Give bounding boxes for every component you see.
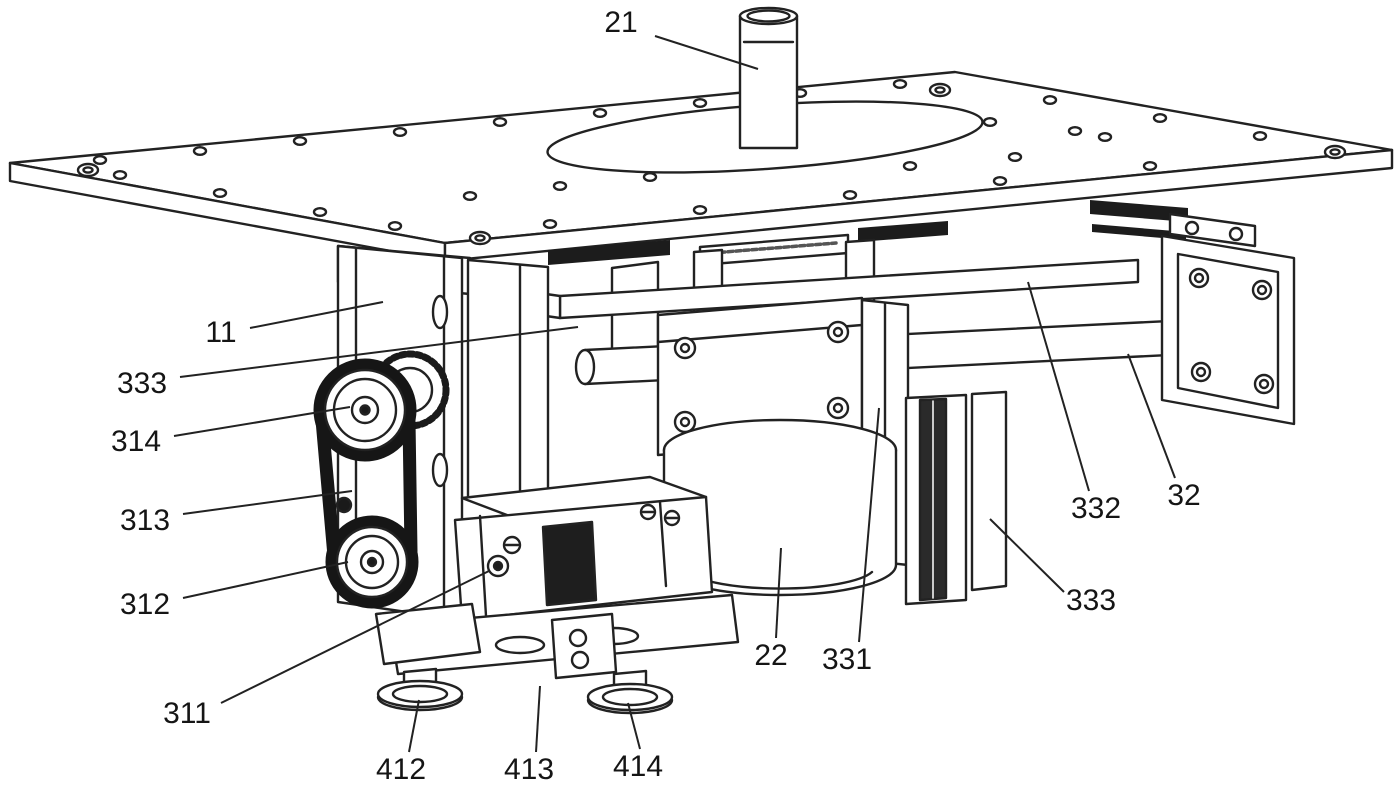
part-label-414: 414 <box>613 702 663 783</box>
leader-line-22 <box>775 547 782 639</box>
part-label-text-313: 313 <box>120 504 170 537</box>
pulley-top-314 <box>323 368 407 452</box>
leader-line-413 <box>535 685 541 753</box>
leader-line-312 <box>182 561 349 599</box>
leader-line-412 <box>408 699 420 753</box>
part-label-text-413: 413 <box>504 753 554 786</box>
leader-line-414 <box>627 702 641 750</box>
leader-line-333-right <box>989 518 1065 593</box>
part-label-332: 332 <box>1027 281 1121 525</box>
foot-left-412 <box>376 667 464 712</box>
leader-line-314 <box>173 406 351 437</box>
part-label-text-22: 22 <box>754 639 787 672</box>
part-label-331: 331 <box>822 407 880 676</box>
leader-line-331 <box>858 407 880 643</box>
leader-line-21 <box>654 35 759 70</box>
part-label-313: 313 <box>120 490 353 537</box>
belt-313 <box>313 358 419 609</box>
part-label-text-32: 32 <box>1167 479 1200 512</box>
middle-block-413 <box>550 612 618 680</box>
part-label-314: 314 <box>111 406 351 458</box>
part-label-412: 412 <box>376 699 426 786</box>
gearbox <box>656 296 864 457</box>
leader-line-332 <box>1027 281 1090 492</box>
part-label-11: 11 <box>205 301 384 349</box>
shaft-21 <box>738 6 799 150</box>
motor-22 <box>662 418 898 597</box>
part-label-text-333-left: 333 <box>117 367 167 400</box>
leader-line-32 <box>1127 353 1176 479</box>
part-label-text-314: 314 <box>111 425 161 458</box>
part-label-311: 311 <box>163 570 490 730</box>
leader-line-11 <box>249 301 384 329</box>
part-label-333-left: 333 <box>117 326 579 400</box>
part-label-text-311: 311 <box>163 697 211 730</box>
tensioner <box>335 496 353 514</box>
part-label-text-331: 331 <box>822 643 872 676</box>
plate-holes <box>76 78 1347 246</box>
foot-right-414 <box>586 669 674 715</box>
part-label-413: 413 <box>504 685 554 786</box>
part-label-text-11: 11 <box>205 316 236 349</box>
callout-labels: 21 11 333 314 313 312 311 412 413 414 22 331 332 32 33… <box>111 6 1201 786</box>
slide-unit-333 <box>904 390 1008 606</box>
part-label-32: 32 <box>1127 353 1201 512</box>
leader-line-311 <box>220 570 490 704</box>
part-label-312: 312 <box>120 561 349 621</box>
part-label-text-412: 412 <box>376 753 426 786</box>
part-label-text-21: 21 <box>604 6 637 39</box>
pulley-bottom-312 <box>335 525 409 599</box>
cross-rail-332 <box>544 258 1140 320</box>
leader-line-333-left <box>179 326 579 378</box>
part-label-text-414: 414 <box>613 750 663 783</box>
belt-drive <box>313 350 450 609</box>
part-label-text-332: 332 <box>1071 492 1121 525</box>
right-bracket <box>1160 212 1296 426</box>
part-label-text-312: 312 <box>120 588 170 621</box>
lower-assembly-311 <box>453 475 714 622</box>
part-label-333-right: 333 <box>989 518 1116 617</box>
part-label-text-333-right: 333 <box>1066 584 1116 617</box>
part-label-21: 21 <box>604 6 759 70</box>
part-label-22: 22 <box>754 547 788 672</box>
leader-line-313 <box>182 490 353 515</box>
